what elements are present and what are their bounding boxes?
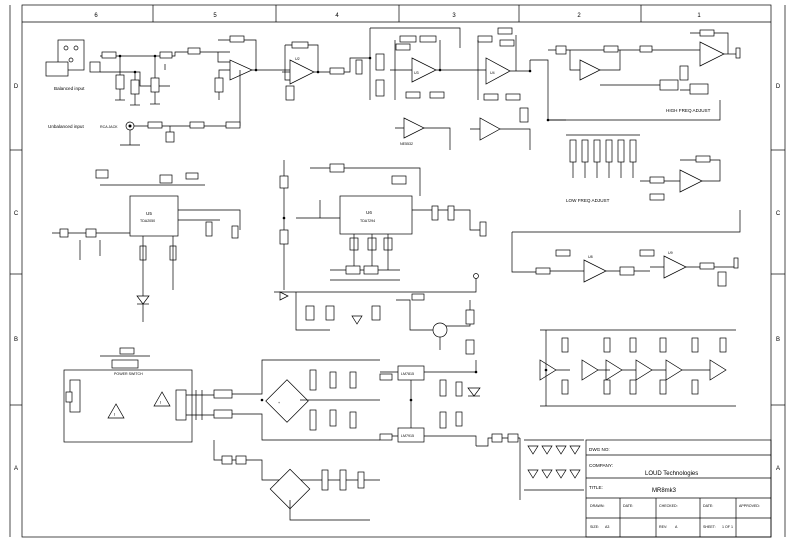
column-label: 4 <box>335 13 339 19</box>
svg-text:!: ! <box>160 400 161 405</box>
ic-u5-label: U5 <box>146 211 152 216</box>
size-label: SIZE: <box>590 525 599 529</box>
date-label: DATE: <box>623 504 633 508</box>
row-labels: D C B A D C B A <box>14 84 781 472</box>
row-label: B <box>14 337 18 343</box>
row-label: D <box>776 84 781 90</box>
balanced-input-section: Balanced input <box>45 35 290 106</box>
company-label: COMPANY: <box>589 463 613 468</box>
mains-input-section: ! ! POWER SWITCH <box>63 347 233 443</box>
balanced-input-label: Balanced input <box>54 86 85 91</box>
column-labels: 6 5 4 3 2 1 <box>94 13 701 19</box>
row-label: A <box>776 466 780 472</box>
input-buffer-stage: U2 <box>282 41 370 101</box>
ic-u5-part: TDA2050 <box>140 219 155 223</box>
rev-label: REV: <box>659 525 667 529</box>
column-label: 5 <box>213 13 217 19</box>
led-output-bank <box>539 329 736 407</box>
low-freq-adjust-label: LOW FREQ ADJUST <box>566 198 610 203</box>
column-label: 6 <box>94 13 98 19</box>
size-value: A3 <box>605 525 609 529</box>
row-label: A <box>14 466 18 472</box>
title-block: DWG NO: COMPANY: LOUD Technologies TITLE… <box>585 439 772 538</box>
row-label: D <box>14 84 19 90</box>
protection-circuit <box>274 273 479 355</box>
led-driver <box>539 359 727 381</box>
mid-filter-stage: U3 NE5532 <box>369 27 470 150</box>
bridge-rectifier-2 <box>213 440 380 521</box>
date-label: DATE: <box>703 504 713 508</box>
drawn-label: DRAWN: <box>590 504 604 508</box>
amp-u6-section: U6 TDA7294 <box>279 160 487 290</box>
column-label: 2 <box>577 13 581 19</box>
row-label: B <box>776 337 780 343</box>
unbalanced-input-section: Unbalanced input RCA JACK <box>48 70 241 146</box>
svg-text:+: + <box>278 401 280 405</box>
rev-value: A <box>675 525 678 529</box>
output-filter-stage: U8 U9 <box>511 210 741 287</box>
voltage-regulators: LM7815 LM7915 <box>379 360 520 447</box>
drawing-title: MR8mk3 <box>652 488 677 494</box>
ic-label: U4 <box>490 71 495 75</box>
ic-label: U3 <box>414 71 419 75</box>
regulator-negative: LM7915 <box>401 434 414 438</box>
ic-u6-part: TDA7294 <box>360 219 375 223</box>
bridge-rectifier-1: + <box>232 359 380 441</box>
dwg-no-label: DWG NO: <box>589 447 610 452</box>
sheet-value: 1 OF 1 <box>722 525 733 529</box>
sheet-border <box>9 4 786 538</box>
second-filter-stage: U4 <box>470 27 566 150</box>
high-freq-adjust-block: HIGH FREQ ADJUST <box>548 29 741 121</box>
junction-dots <box>118 54 550 402</box>
amp-u5-section: U5 TDA2050 <box>52 169 241 322</box>
ic-label: U9 <box>668 251 673 255</box>
column-label: 3 <box>452 13 456 19</box>
row-label: C <box>14 211 19 217</box>
ic-label: U2 <box>295 57 300 61</box>
status-leds <box>519 438 584 500</box>
unbalanced-input-label: Unbalanced input <box>48 124 84 129</box>
checked-label: CHECKED: <box>659 504 678 508</box>
ic-u6-label: U6 <box>366 210 372 215</box>
row-label: C <box>776 211 781 217</box>
approved-label: APPROVED: <box>739 504 760 508</box>
ic-label: U8 <box>588 255 593 259</box>
svg-text:!: ! <box>114 412 115 417</box>
company-name: LOUD Technologies <box>645 471 698 477</box>
regulator-positive: LM7815 <box>401 372 414 376</box>
sheet-label: SHEET: <box>703 525 716 529</box>
column-label: 1 <box>697 13 701 19</box>
title-label: TITLE: <box>589 485 603 490</box>
high-freq-adjust-label: HIGH FREQ ADJUST <box>666 108 711 113</box>
rca-jack-label: RCA JACK <box>100 125 118 129</box>
power-switch-label: POWER SWITCH <box>114 372 143 376</box>
low-freq-adjust-block: LOW FREQ ADJUST <box>566 134 721 203</box>
op-amp-label: NE5532 <box>400 142 413 146</box>
